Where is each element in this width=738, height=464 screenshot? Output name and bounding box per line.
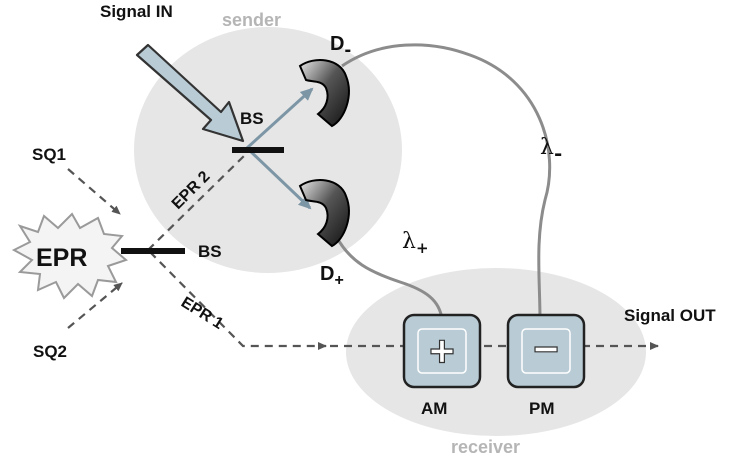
sq2-label: SQ2 xyxy=(33,342,67,361)
epr1-label: EPR 1 xyxy=(178,294,226,333)
am-label: AM xyxy=(421,399,447,418)
bs-bottom-splitter xyxy=(121,248,185,254)
sq2-beam xyxy=(67,282,123,329)
sq1-label: SQ1 xyxy=(32,145,66,164)
signal-in-arrow xyxy=(135,43,245,143)
beam-to-d-plus xyxy=(245,146,312,210)
am-box xyxy=(402,313,482,389)
bs-bottom-label: BS xyxy=(198,242,222,261)
receiver-region xyxy=(346,268,646,436)
epr-label: EPR xyxy=(36,244,87,272)
receiver-label: receiver xyxy=(451,437,520,457)
bs-top-splitter xyxy=(232,147,284,153)
signal-out-label: Signal OUT xyxy=(624,306,716,325)
detector-d-plus xyxy=(298,179,350,248)
beam-to-d-minus xyxy=(245,87,314,150)
am-symbol-box xyxy=(417,328,467,374)
pm-minus-symbol: − xyxy=(533,325,559,374)
pm-symbol-box xyxy=(521,328,571,374)
epr1-beam xyxy=(149,251,327,350)
epr2-beam xyxy=(147,154,246,251)
pm-box xyxy=(506,313,586,389)
signal-in-label: Signal IN xyxy=(100,2,173,21)
sender-label: sender xyxy=(222,10,281,30)
epr-starburst xyxy=(11,212,128,300)
pm-label: PM xyxy=(529,399,555,418)
sq1-beam xyxy=(67,168,121,215)
am-plus-symbol: + xyxy=(429,327,455,376)
lambda-minus-label: λ- xyxy=(540,135,562,165)
d-minus-label: D- xyxy=(330,33,351,61)
cable-lambda-plus xyxy=(334,235,444,321)
lambda-plus-label: λ+ xyxy=(402,229,429,257)
bs-top-label: BS xyxy=(240,109,264,128)
d-plus-label: D+ xyxy=(320,263,344,289)
cable-lambda-minus xyxy=(341,43,552,321)
detector-d-minus xyxy=(298,59,350,128)
